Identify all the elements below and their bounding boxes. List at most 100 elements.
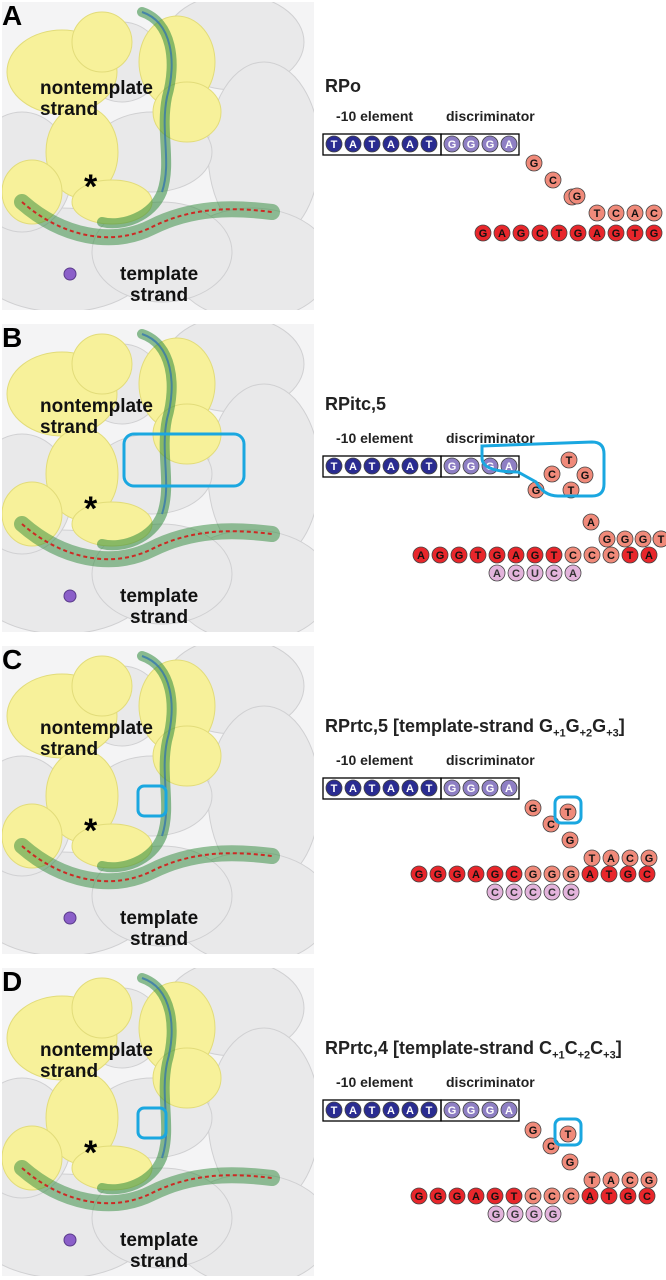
svg-text:T: T (426, 139, 433, 151)
template-strand-nucleotide: A (588, 224, 606, 242)
minus10-element-label: -10 element (336, 430, 414, 446)
svg-text:T: T (331, 783, 338, 795)
discriminator-box (440, 1099, 520, 1122)
svg-text:C: C (510, 869, 518, 881)
nontemplate-downstream-nucleotide: G (525, 154, 543, 172)
structure-image (2, 646, 314, 954)
minus10-nucleotide: T (420, 1101, 438, 1119)
template-model (21, 1167, 273, 1205)
title-subscript: +3 (606, 727, 619, 740)
protein-surface-yellow (71, 11, 133, 73)
svg-text:G: G (530, 158, 539, 170)
nontemplate-downstream-nucleotide: C (543, 465, 561, 483)
nontemplate-downstream-nucleotide: A (626, 204, 644, 222)
svg-text:G: G (467, 1105, 476, 1117)
svg-text:T: T (565, 807, 572, 819)
svg-text:A: A (569, 568, 577, 580)
svg-text:C: C (612, 208, 620, 220)
svg-text:C: C (547, 819, 555, 831)
rna-nucleotide: C (543, 883, 561, 901)
svg-text:A: A (387, 783, 395, 795)
nontemplate-downstream-nucleotide: T (559, 1125, 577, 1143)
svg-text:G: G (467, 139, 476, 151)
discriminator-nucleotide: G (462, 135, 480, 153)
rna-nucleotide: G (525, 1205, 543, 1223)
svg-text:G: G (486, 1105, 495, 1117)
svg-text:G: G (574, 228, 583, 240)
nontemplate-label-line: strand (40, 99, 99, 120)
panel-title-text: RPrtc,5 [template-strand G (325, 716, 554, 736)
panel-title: RPrtc,5 [template-strand G+1G+2G+3] (325, 716, 625, 740)
svg-text:A: A (505, 139, 513, 151)
metal-ion (63, 589, 77, 603)
nontemplate-downstream-nucleotide: A (602, 1171, 620, 1189)
sequence-schematic: TATAATGGGAGCTGTCACGAGCTGAGTG (322, 133, 663, 242)
svg-text:G: G (624, 869, 633, 881)
minus10-element-label: -10 element (336, 1074, 414, 1090)
rna-nucleotide: G (506, 1205, 524, 1223)
svg-text:T: T (369, 1105, 376, 1117)
structure-image (2, 2, 314, 310)
rna-nucleotide: G (487, 1205, 505, 1223)
rna-nucleotide: C (505, 883, 523, 901)
template-strand-nucleotide: C (583, 546, 601, 564)
nontemplate-label-line: nontemplate (40, 78, 153, 99)
nontemplate-downstream-nucleotide: C (621, 1171, 639, 1189)
template-label-line: strand (130, 1251, 189, 1272)
template-strand-nucleotide: T (621, 546, 639, 564)
template-strand-nucleotide: C (524, 1187, 542, 1205)
svg-text:T: T (331, 1105, 338, 1117)
title-text-part: C (564, 1038, 578, 1058)
template-strand-nucleotide: G (450, 546, 468, 564)
rna-nucleotide: C (524, 883, 542, 901)
minus10-nucleotide: T (325, 1101, 343, 1119)
svg-text:G: G (434, 869, 443, 881)
template-strand-nucleotide: G (448, 865, 466, 883)
svg-text:T: T (511, 1191, 518, 1203)
svg-text:A: A (607, 1175, 615, 1187)
nontemplate-model (141, 11, 173, 193)
svg-text:T: T (568, 485, 575, 497)
discriminator-nucleotide: G (481, 779, 499, 797)
svg-text:A: A (349, 783, 357, 795)
structure-image (2, 324, 314, 632)
template-strand-nucleotide: G (607, 224, 625, 242)
template-strand-nucleotide: A (507, 546, 525, 564)
minus10-nucleotide: T (420, 457, 438, 475)
minus10-nucleotide: T (363, 1101, 381, 1119)
template-strand-nucleotide: G (543, 865, 561, 883)
svg-text:G: G (530, 1209, 539, 1221)
svg-text:T: T (426, 783, 433, 795)
discriminator-box (440, 777, 520, 800)
svg-text:T: T (331, 139, 338, 151)
svg-text:T: T (627, 550, 634, 562)
nontemplate-downstream-nucleotide: T (559, 803, 577, 821)
svg-text:G: G (511, 1209, 520, 1221)
nontemplate-downstream-nucleotide: T (583, 1171, 601, 1189)
scrunch-highlight-box (480, 440, 606, 498)
scrunch-highlight-box (136, 784, 168, 818)
title-subscript: +1 (552, 1049, 565, 1062)
protein-surface-yellow (71, 333, 133, 395)
nontemplate-downstream-nucleotide: T (588, 204, 606, 222)
panel-title-text: RPitc,5 (325, 394, 387, 414)
svg-text:C: C (548, 1191, 556, 1203)
template-strand-nucleotide: A (581, 865, 599, 883)
svg-text:U: U (531, 568, 539, 580)
svg-text:G: G (566, 1157, 575, 1169)
nontemplate-downstream-nucleotide: G (524, 1121, 542, 1139)
svg-text:G: G (529, 1125, 538, 1137)
nontemplate-downstream-nucleotide: C (607, 204, 625, 222)
template-model (21, 845, 273, 883)
svg-text:A: A (593, 228, 601, 240)
svg-text:G: G (455, 550, 464, 562)
template-strand-nucleotide: T (545, 546, 563, 564)
discriminator-nucleotide: G (462, 779, 480, 797)
nontemplate-label-line: strand (40, 1061, 99, 1082)
